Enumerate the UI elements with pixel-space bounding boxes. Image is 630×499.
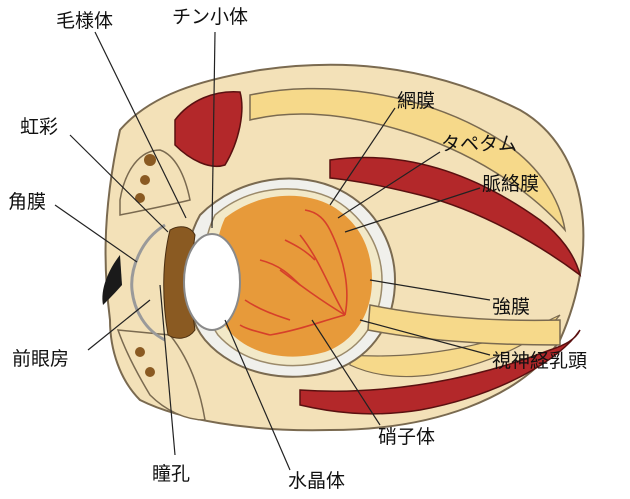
gland-dot — [140, 175, 150, 185]
label-sclera: 強膜 — [492, 298, 530, 317]
label-pupil: 瞳孔 — [152, 465, 190, 484]
label-retina: 網膜 — [397, 92, 435, 111]
label-anterior-chamber: 前眼房 — [12, 350, 69, 369]
lens — [184, 234, 240, 330]
label-vitreous: 硝子体 — [378, 428, 435, 447]
label-lens: 水晶体 — [288, 472, 345, 491]
label-tapetum: タペタム — [441, 135, 517, 154]
gland-dot — [135, 347, 145, 357]
gland-dot — [144, 154, 156, 166]
gland-dot — [145, 367, 155, 377]
label-iris: 虹彩 — [20, 118, 58, 137]
label-choroid: 脈絡膜 — [482, 175, 539, 194]
label-zonule: チン小体 — [172, 8, 248, 27]
label-optic-disc: 視神経乳頭 — [492, 352, 587, 371]
label-ciliary-body: 毛様体 — [56, 12, 113, 31]
label-cornea: 角膜 — [8, 193, 46, 212]
